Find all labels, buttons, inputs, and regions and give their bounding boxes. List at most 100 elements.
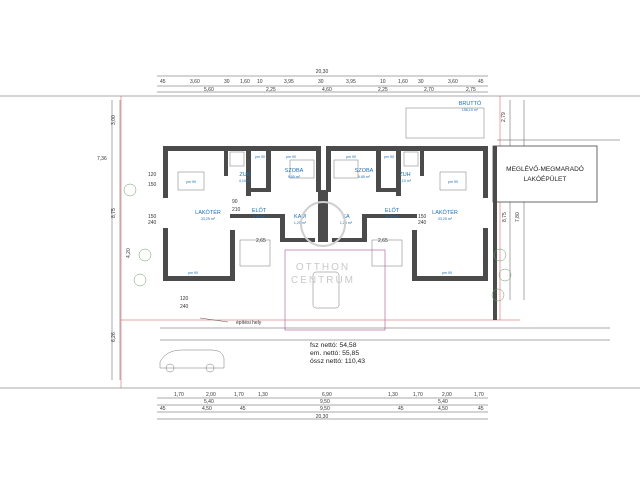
dim-left-5: 6,26 xyxy=(111,332,117,342)
opening-label: pm 90 xyxy=(442,271,452,275)
opening-size: 240 xyxy=(148,220,157,226)
dim-top-6: 3,95 xyxy=(284,79,294,85)
sofa-left xyxy=(239,239,271,267)
opening-label: pm 90 xyxy=(346,155,356,159)
shower-left xyxy=(229,151,245,167)
dim-bot3-6: 4,50 xyxy=(438,406,448,412)
room-area: 1,25 m² xyxy=(340,221,353,225)
opening-label: pm 90 xyxy=(188,271,198,275)
dim-bot3-7: 45 xyxy=(478,406,484,412)
dim-top-2: 3,60 xyxy=(190,79,200,85)
room-area: 4,10 m² xyxy=(239,179,252,183)
terrace xyxy=(405,107,485,139)
opening-size: 240 xyxy=(180,304,189,310)
dim-top2-3: 4,60 xyxy=(322,87,332,93)
parking-label: építési hely xyxy=(236,320,262,326)
dim-top-1: 45 xyxy=(160,79,166,85)
dim-bot-1: 1,70 xyxy=(174,392,184,398)
openings: pm 90 pm 90 pm 90 pm 90 pm 90 pm 90 pm 9… xyxy=(148,155,458,310)
dim-top-9: 10 xyxy=(380,79,386,85)
dim-right-1: 2,79 xyxy=(501,112,507,122)
room-label: ELŐT xyxy=(252,207,267,214)
walls xyxy=(163,146,488,281)
dim-top-12: 3,60 xyxy=(448,79,458,85)
left-dimensions: 7,36 3,00 8,75 4,20 6,26 xyxy=(97,100,132,380)
watermark: OTTHON CENTRUM xyxy=(291,201,353,286)
opening-size: 210 xyxy=(232,207,241,213)
dim-bot2-2: 9,50 xyxy=(320,399,330,405)
dining-table-right xyxy=(439,171,467,191)
opening-size: 150 xyxy=(418,214,427,220)
room-area: 33,25 m² xyxy=(438,217,453,221)
shower-right xyxy=(403,151,419,167)
existing-building: MEGLÉVŐ-MEGMARADÓ LAKÓÉPÜLET xyxy=(492,139,620,320)
summary-line-1: fsz nettó: 54,58 xyxy=(310,342,357,349)
room-label: SZOBA xyxy=(285,168,304,174)
dim-top2-5: 2,70 xyxy=(424,87,434,93)
dim-bot3-5: 45 xyxy=(398,406,404,412)
opening-size: 120 xyxy=(148,172,157,178)
dim-left-4: 4,20 xyxy=(126,248,132,258)
room-area: 156,10 m² xyxy=(462,108,479,112)
dim-top-11: 30 xyxy=(418,79,424,85)
plot-outline xyxy=(284,249,386,331)
summary-line-2: em. nettó: 55,85 xyxy=(310,350,359,357)
opening-label: pm 90 xyxy=(448,180,458,184)
dim-top2-4: 2,25 xyxy=(378,87,388,93)
room-label: KAM xyxy=(294,214,306,220)
bottom-dimensions: 1,70 2,00 1,70 1,30 6,90 1,30 1,70 2,00 … xyxy=(157,392,488,420)
opening-size: 2,65 xyxy=(256,238,266,244)
room-area: 9,85 m² xyxy=(288,175,301,179)
dim-bot-6: 1,30 xyxy=(388,392,398,398)
dim-top-total: 20,30 xyxy=(316,69,329,75)
dim-top-13: 45 xyxy=(478,79,484,85)
opening-size: 2,65 xyxy=(378,238,388,244)
room-label: ZUH xyxy=(399,172,410,178)
bed-left xyxy=(289,159,315,179)
dim-left-1: 7,36 xyxy=(97,156,107,162)
room-label: KA xyxy=(342,214,350,220)
room-label: LAKÓTÉR xyxy=(432,209,458,216)
opening-size: 150 xyxy=(148,182,157,188)
room-label: LAKÓTÉR xyxy=(195,209,221,216)
dim-bot-3: 1,70 xyxy=(234,392,244,398)
opening-label: pm 90 xyxy=(384,155,394,159)
car-icon xyxy=(159,349,225,369)
dim-bot-5: 6,90 xyxy=(322,392,332,398)
dim-top2-2: 2,25 xyxy=(266,87,276,93)
dim-top-3: 30 xyxy=(224,79,230,85)
summary-line-3: össz nettó: 110,43 xyxy=(310,358,365,365)
existing-building-label-1: MEGLÉVŐ-MEGMARADÓ xyxy=(506,164,584,173)
bed-right xyxy=(333,159,359,179)
dim-left-3: 8,75 xyxy=(111,208,117,218)
top-dimensions: 20,30 45 3,60 30 1,60 10 3,95 30 3,95 10… xyxy=(157,69,488,93)
watermark-text-1: OTTHON xyxy=(296,262,350,273)
room-labels: LAKÓTÉR 33,25 m² ZUH 4,10 m² SZOBA 9,85 … xyxy=(195,100,482,225)
room-area: 4,10 m² xyxy=(399,179,412,183)
car-space xyxy=(312,271,340,309)
opening-label: pm 90 xyxy=(255,155,265,159)
dim-bot2-3: 5,40 xyxy=(438,399,448,405)
dim-top-10: 1,60 xyxy=(398,79,408,85)
dim-bot-9: 1,70 xyxy=(474,392,484,398)
room-area: 9,85 m² xyxy=(358,175,371,179)
room-label: ELŐT xyxy=(385,207,400,214)
room-label: SZOBA xyxy=(355,168,374,174)
dim-bot3-1: 45 xyxy=(160,406,166,412)
room-area: 33,25 m² xyxy=(201,217,216,221)
dim-right-2: 7,80 xyxy=(515,212,521,222)
room-area: 5,90 m² xyxy=(386,215,399,219)
sofa-right xyxy=(371,239,403,267)
opening-size: 150 xyxy=(148,214,157,220)
room-area: 5,90 m² xyxy=(253,215,266,219)
dim-bot3-2: 4,50 xyxy=(202,406,212,412)
dim-top-4: 1,60 xyxy=(240,79,250,85)
dim-bot-4: 1,30 xyxy=(258,392,268,398)
dim-bot-total: 20,30 xyxy=(316,414,329,420)
dim-top-8: 3,95 xyxy=(346,79,356,85)
opening-size: 240 xyxy=(418,220,427,226)
existing-building-label-2: LAKÓÉPÜLET xyxy=(524,174,567,183)
dim-right-3: 8,75 xyxy=(502,212,508,222)
summary: fsz nettó: 54,58 em. nettó: 55,85 össz n… xyxy=(310,342,365,365)
